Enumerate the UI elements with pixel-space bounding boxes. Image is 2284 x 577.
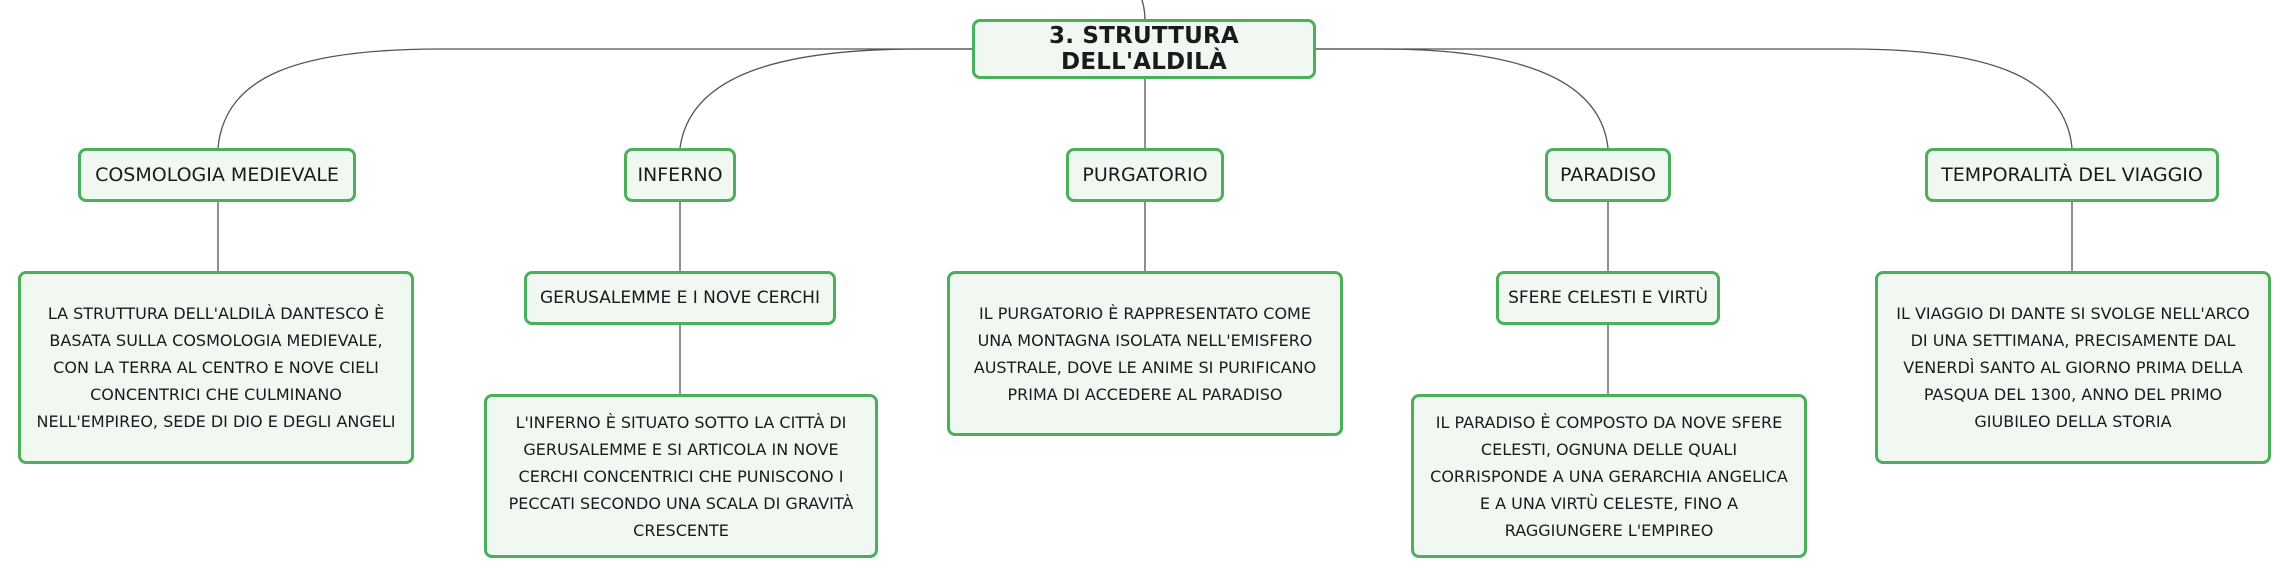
description-node-inferno[interactable]: L'INFERNO È SITUATO SOTTO LA CITTÀ DI GE… bbox=[484, 394, 878, 558]
subtopic-node-inferno[interactable]: GERUSALEMME E I NOVE CERCHI bbox=[524, 271, 836, 325]
description-text: IL PURGATORIO È RAPPRESENTATO COME UNA M… bbox=[973, 303, 1317, 404]
branch-label: COSMOLOGIA MEDIEVALE bbox=[95, 164, 339, 186]
branch-label: TEMPORALITÀ DEL VIAGGIO bbox=[1941, 164, 2203, 186]
root-node[interactable]: 3. STRUTTURA DELL'ALDILÀ bbox=[972, 19, 1316, 79]
branch-label: PURGATORIO bbox=[1082, 164, 1208, 186]
description-node-cosmologia[interactable]: LA STRUTTURA DELL'ALDILÀ DANTESCO È BASA… bbox=[18, 271, 414, 464]
root-label: 3. STRUTTURA DELL'ALDILÀ bbox=[1049, 23, 1239, 75]
subtopic-label: SFERE CELESTI E VIRTÙ bbox=[1508, 288, 1708, 308]
branch-label: INFERNO bbox=[637, 164, 723, 186]
branch-node-inferno[interactable]: INFERNO bbox=[624, 148, 736, 202]
branch-node-cosmologia[interactable]: COSMOLOGIA MEDIEVALE bbox=[78, 148, 356, 202]
description-node-paradiso[interactable]: IL PARADISO È COMPOSTO DA NOVE SFERE CEL… bbox=[1411, 394, 1807, 558]
connector-root-to-paradiso bbox=[1316, 48, 1609, 149]
description-node-purgatorio[interactable]: IL PURGATORIO È RAPPRESENTATO COME UNA M… bbox=[947, 271, 1343, 436]
branch-node-paradiso[interactable]: PARADISO bbox=[1545, 148, 1671, 202]
subtopic-label: GERUSALEMME E I NOVE CERCHI bbox=[540, 288, 820, 308]
branch-node-purgatorio[interactable]: PURGATORIO bbox=[1066, 148, 1224, 202]
connector-top-stub bbox=[1141, 0, 1146, 21]
description-text: IL PARADISO È COMPOSTO DA NOVE SFERE CEL… bbox=[1430, 412, 1788, 540]
connector-root-to-inferno bbox=[679, 48, 972, 149]
description-text: L'INFERNO È SITUATO SOTTO LA CITTÀ DI GE… bbox=[508, 412, 854, 540]
subtopic-node-paradiso[interactable]: SFERE CELESTI E VIRTÙ bbox=[1496, 271, 1720, 325]
description-text: LA STRUTTURA DELL'ALDILÀ DANTESCO È BASA… bbox=[36, 304, 396, 431]
branch-label: PARADISO bbox=[1560, 164, 1656, 186]
connector-root-to-cosmologia bbox=[217, 48, 972, 149]
description-text: IL VIAGGIO DI DANTE SI SVOLGE NELL'ARCO … bbox=[1896, 304, 2250, 431]
description-node-temporalita[interactable]: IL VIAGGIO DI DANTE SI SVOLGE NELL'ARCO … bbox=[1875, 271, 2271, 464]
branch-node-temporalita[interactable]: TEMPORALITÀ DEL VIAGGIO bbox=[1925, 148, 2219, 202]
connector-root-to-temporalita bbox=[1316, 48, 2073, 149]
